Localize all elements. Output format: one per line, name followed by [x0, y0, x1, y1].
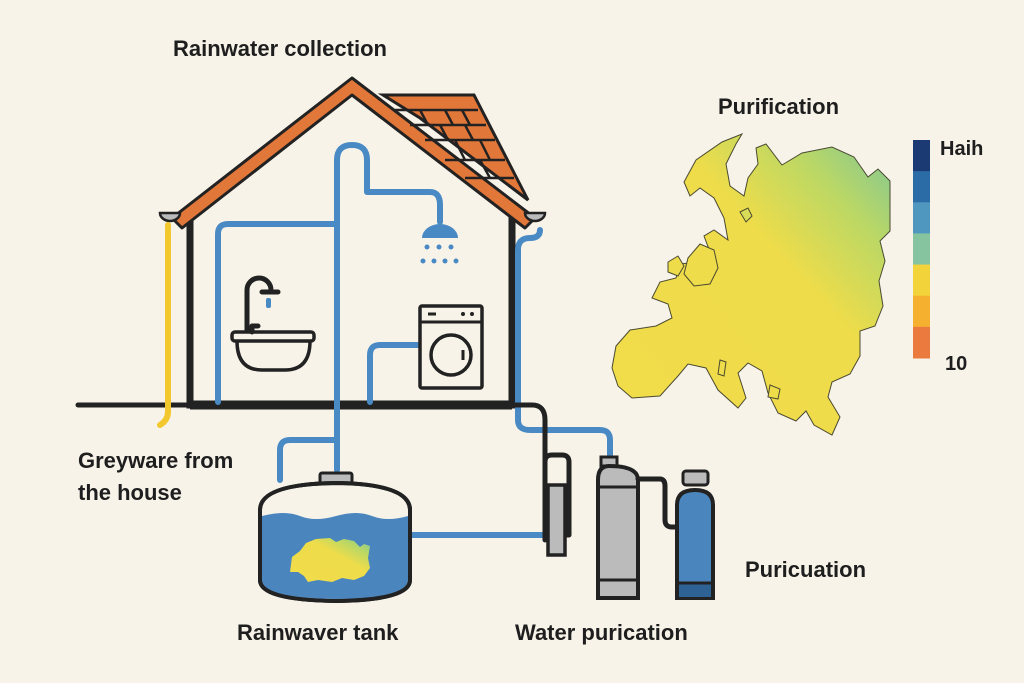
legend-low-label: 10 — [945, 353, 967, 375]
gutter-left — [158, 211, 182, 223]
legend-segment — [913, 264, 930, 297]
title-rainwater-collection: Rainwater collection — [173, 36, 387, 61]
legend-colorbar — [913, 140, 930, 359]
filter-unit — [542, 452, 572, 557]
label-rainwater-tank: Rainwaver tank — [237, 620, 399, 645]
washing-machine-icon — [418, 304, 484, 390]
legend-high-label: Haih — [940, 138, 983, 160]
bathtub-icon — [230, 275, 316, 372]
legend-segment — [913, 140, 930, 172]
map-title-purification: Purification — [718, 94, 839, 119]
black-pipe — [509, 402, 548, 543]
uk-island — [683, 243, 719, 287]
label-water-purification: Water purication — [515, 620, 688, 645]
greyware-pipe — [277, 437, 340, 483]
europe-map — [611, 132, 891, 436]
ireland-island — [667, 255, 685, 277]
yellow-downpipe — [157, 222, 171, 428]
blue-filter-cylinder — [675, 469, 715, 600]
label-greyware-line1: Greyware from — [78, 448, 233, 473]
tank-map-icon — [290, 538, 370, 582]
pipe-network — [215, 142, 613, 538]
bath-pipe — [215, 221, 340, 405]
label-purification-side: Puricuation — [745, 557, 866, 582]
legend-segment — [913, 233, 930, 266]
legend-segment — [913, 171, 930, 203]
gray-filter-cylinder — [596, 455, 680, 600]
rainwater-tank — [258, 471, 412, 604]
shower-icon — [420, 224, 459, 264]
legend-segment — [913, 202, 930, 234]
label-greyware-line2: the house — [78, 480, 182, 505]
legend-segment — [913, 326, 930, 359]
gutter-right — [523, 211, 547, 223]
downpipe-to-filter — [515, 227, 613, 461]
main-pipe — [334, 142, 443, 473]
washer-pipe — [367, 342, 423, 405]
roof — [170, 76, 537, 230]
legend-segment — [913, 295, 930, 328]
